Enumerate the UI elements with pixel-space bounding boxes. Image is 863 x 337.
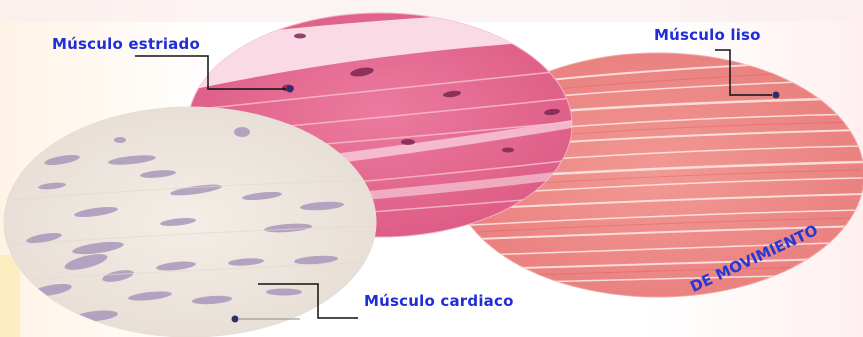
cardiac-muscle-label: Músculo cardiaco bbox=[364, 292, 514, 310]
striated-muscle-label: Músculo estriado bbox=[52, 35, 200, 53]
background-left-accent bbox=[0, 255, 20, 337]
cardiac-pointer-dot bbox=[232, 316, 239, 323]
cardiac-muscle-tissue bbox=[4, 107, 376, 337]
smooth-muscle-label: Músculo liso bbox=[654, 26, 761, 44]
striated-pointer-dot bbox=[287, 86, 294, 93]
smooth-pointer-dot bbox=[773, 92, 780, 99]
